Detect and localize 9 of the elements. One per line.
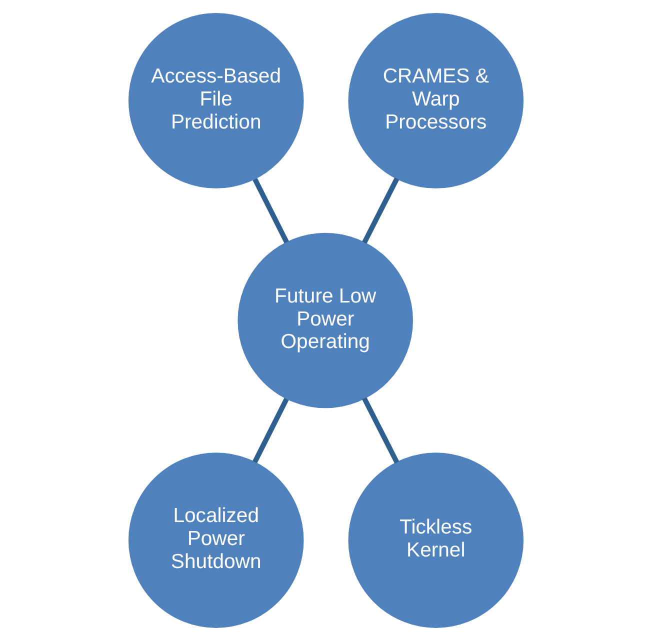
- node-circle: Access-Based File Prediction: [128, 13, 304, 188]
- connector: [252, 398, 288, 464]
- connector: [362, 177, 399, 244]
- connector: [362, 397, 399, 464]
- node-circle: Localized Power Shutdown: [128, 452, 304, 628]
- node-circle: Tickless Kernel: [348, 452, 524, 628]
- connector: [252, 178, 288, 244]
- node-circle: Future Low Power Operating: [237, 232, 413, 408]
- node-circle: CRAMES & Warp Processors: [348, 13, 524, 188]
